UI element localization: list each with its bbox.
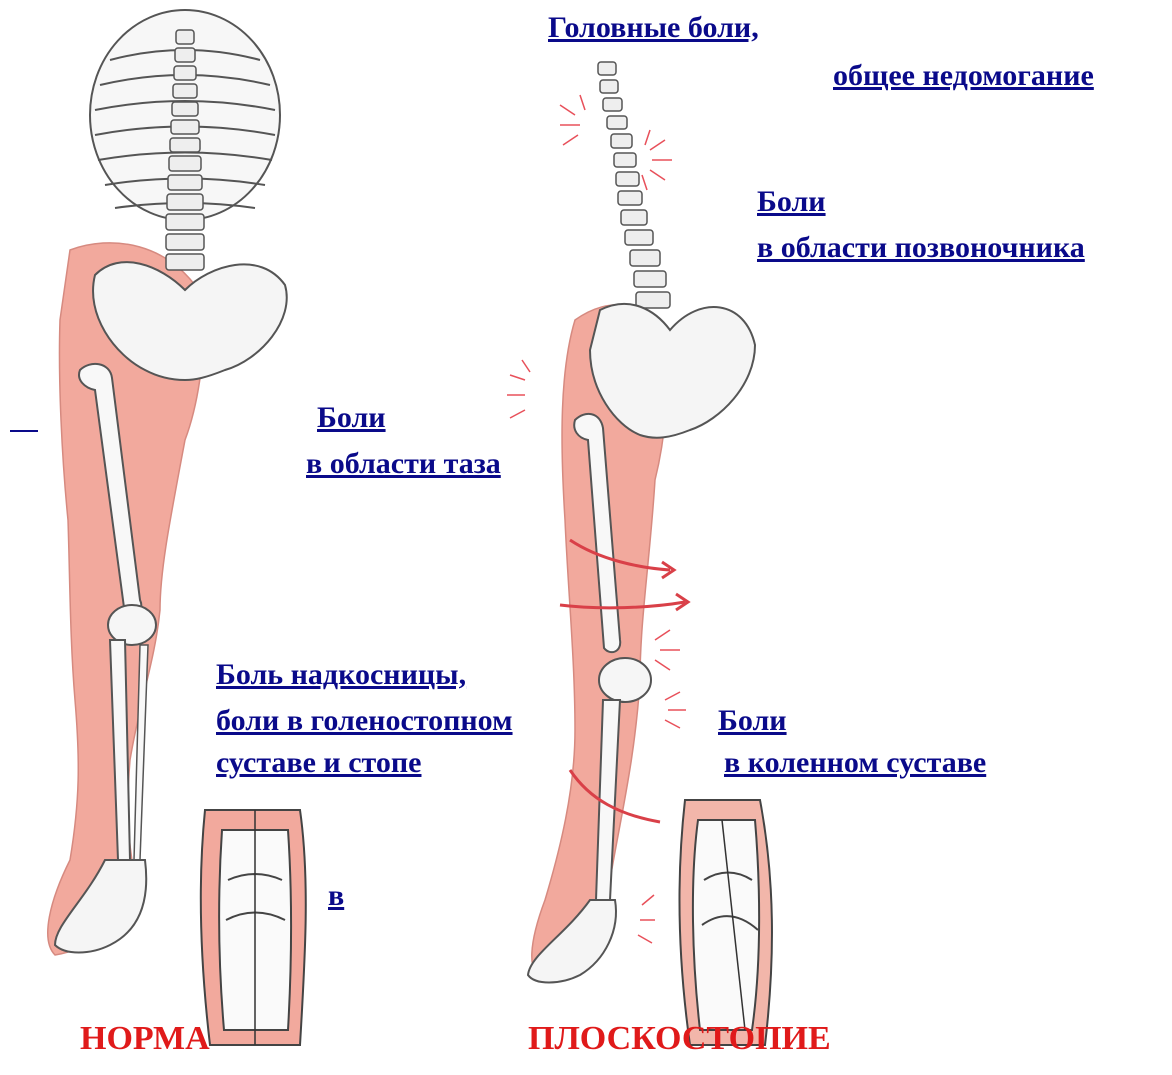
- flatfoot-pelvis: [590, 304, 755, 438]
- foot-pain-link[interactable]: суставе и стопе: [216, 745, 421, 781]
- headache-link[interactable]: Головные боли,: [548, 10, 759, 46]
- stray-v-link[interactable]: в: [328, 878, 344, 914]
- periosteum-pain-link[interactable]: Боль надкосницы,: [216, 657, 466, 693]
- stray-underline: [10, 430, 38, 432]
- malaise-link[interactable]: общее недомогание: [833, 58, 1094, 94]
- flatfoot-figure: [507, 62, 772, 1045]
- spine-pain-link[interactable]: Боли: [757, 184, 826, 220]
- pelvis-pain-link[interactable]: Боли: [317, 400, 386, 436]
- normal-figure: [48, 10, 306, 1045]
- flatfoot-ankle-section: [679, 800, 772, 1045]
- flatfoot-caption: ПЛОСКОСТОПИЕ: [528, 1020, 831, 1058]
- flatfoot-spine: [598, 62, 670, 308]
- flatfoot-knee: [599, 658, 651, 702]
- knee-pain-link[interactable]: Боли: [718, 703, 787, 739]
- normal-caption: НОРМА: [80, 1020, 210, 1058]
- ankle-pain-link[interactable]: боли в голеностопном: [216, 703, 513, 739]
- knee-joint-link[interactable]: в коленном суставе: [724, 745, 986, 781]
- pelvis-area-link[interactable]: в области таза: [306, 446, 501, 482]
- normal-ankle-section: [201, 810, 306, 1045]
- spine-area-link[interactable]: в области позвоночника: [757, 230, 1085, 266]
